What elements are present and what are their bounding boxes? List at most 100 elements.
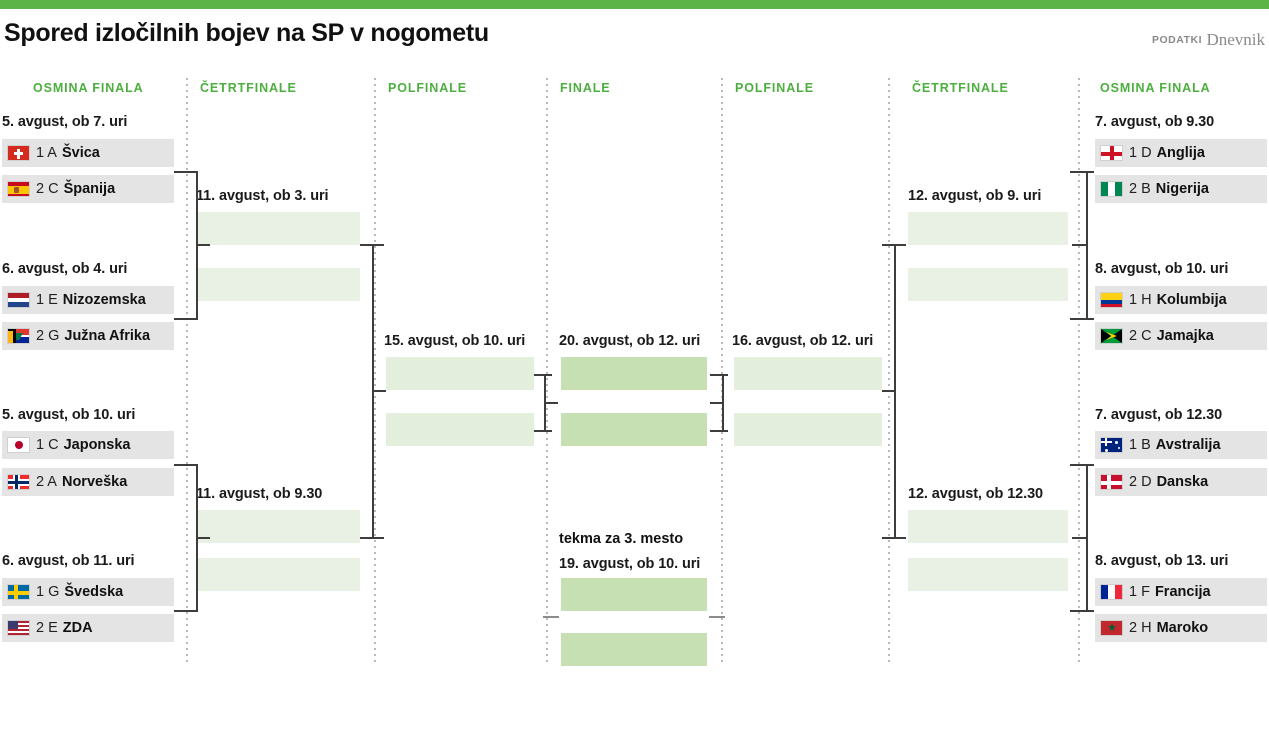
team-name: Kolumbija xyxy=(1156,292,1227,308)
flag-colombia xyxy=(1100,292,1123,308)
flag-japan xyxy=(7,437,30,453)
flag-sweden xyxy=(7,584,30,600)
qf-left-2-slot-b[interactable] xyxy=(198,558,360,591)
team-row[interactable]: 1 E Nizozemska xyxy=(2,286,174,314)
team-seed: 2 B xyxy=(1129,181,1151,197)
connector xyxy=(710,402,724,404)
qf-left-1-slot-a[interactable] xyxy=(198,212,360,245)
column-guide-2 xyxy=(374,78,376,664)
flag-morocco: ★ xyxy=(1100,620,1123,636)
team-seed: 1 A xyxy=(36,145,57,161)
third-place-slot-b[interactable] xyxy=(561,633,707,666)
flag-netherlands xyxy=(7,292,30,308)
qf-right-2-slot-a[interactable] xyxy=(908,510,1068,543)
flag-france xyxy=(1100,584,1123,600)
top-accent-bar xyxy=(0,0,1269,9)
third-place-label: tekma za 3. mesto xyxy=(559,531,684,547)
column-guide-5 xyxy=(888,78,890,664)
team-seed: 1 F xyxy=(1129,584,1150,600)
flag-spain xyxy=(7,181,30,197)
connector xyxy=(710,430,728,432)
flag-denmark xyxy=(1100,474,1123,490)
team-row[interactable]: 1 B Avstralija xyxy=(1095,431,1267,459)
connector xyxy=(1072,244,1086,246)
sf-left-slot-b[interactable] xyxy=(386,413,534,446)
qf-right-1-slot-a[interactable] xyxy=(908,212,1068,245)
connector xyxy=(1070,318,1094,320)
connector xyxy=(534,430,552,432)
team-name: Švica xyxy=(61,145,100,161)
connector xyxy=(534,374,552,376)
column-guide-6 xyxy=(1078,78,1080,664)
r16-left-match-1-date: 5. avgust, ob 7. uri xyxy=(2,114,128,130)
team-seed: 2 G xyxy=(36,328,60,344)
third-place-slot-a[interactable] xyxy=(561,578,707,611)
connector xyxy=(1070,610,1094,612)
team-seed: 1 E xyxy=(36,292,58,308)
qf-left-match-1-date: 11. avgust, ob 3. uri xyxy=(196,188,329,204)
team-row[interactable]: 1 H Kolumbija xyxy=(1095,286,1267,314)
connector xyxy=(1070,464,1094,466)
connector xyxy=(709,616,725,618)
credit-source: Dnevnik xyxy=(1206,30,1265,49)
team-name: Maroko xyxy=(1156,620,1209,636)
team-name: Danska xyxy=(1156,474,1209,490)
team-row[interactable]: 1 G Švedska xyxy=(2,578,174,606)
team-seed: 2 H xyxy=(1129,620,1152,636)
team-name: Francija xyxy=(1154,584,1211,600)
connector xyxy=(196,537,210,539)
team-row[interactable]: 2 D Danska xyxy=(1095,468,1267,496)
sf-right-slot-a[interactable] xyxy=(734,357,882,390)
qf-left-match-2-date: 11. avgust, ob 9.30 xyxy=(196,486,323,502)
column-header-sf-left: POLFINALE xyxy=(388,81,467,95)
team-row[interactable]: 2 C Jamajka xyxy=(1095,322,1267,350)
team-row[interactable]: 1 A Švica xyxy=(2,139,174,167)
team-name: Avstralija xyxy=(1155,437,1221,453)
qf-left-1-slot-b[interactable] xyxy=(198,268,360,301)
qf-right-2-slot-b[interactable] xyxy=(908,558,1068,591)
qf-left-2-slot-a[interactable] xyxy=(198,510,360,543)
team-name: Anglija xyxy=(1156,145,1205,161)
team-row[interactable]: 1 C Japonska xyxy=(2,431,174,459)
r16-right-match-4-date: 8. avgust, ob 13. uri xyxy=(1095,553,1229,569)
team-seed: 2 E xyxy=(36,620,58,636)
team-row[interactable]: 1 F Francija xyxy=(1095,578,1267,606)
column-guide-4 xyxy=(721,78,723,664)
team-row[interactable]: 2 C Španija xyxy=(2,175,174,203)
qf-right-1-slot-b[interactable] xyxy=(908,268,1068,301)
team-seed: 2 D xyxy=(1129,474,1152,490)
team-row[interactable]: 1 D Anglija xyxy=(1095,139,1267,167)
column-header-sf-right: POLFINALE xyxy=(735,81,814,95)
connector xyxy=(543,616,559,618)
r16-right-match-3-date: 7. avgust, ob 12.30 xyxy=(1095,407,1223,423)
flag-norway xyxy=(7,474,30,490)
sf-left-slot-a[interactable] xyxy=(386,357,534,390)
team-name: Nizozemska xyxy=(62,292,146,308)
team-row[interactable]: 2 B Nigerija xyxy=(1095,175,1267,203)
team-row[interactable]: ★ 2 H Maroko xyxy=(1095,614,1267,642)
connector xyxy=(882,537,906,539)
team-row[interactable]: 2 G Južna Afrika xyxy=(2,322,174,350)
r16-right-match-1-date: 7. avgust, ob 9.30 xyxy=(1095,114,1215,130)
team-name: Norveška xyxy=(61,474,128,490)
connector xyxy=(196,244,210,246)
team-name: Južna Afrika xyxy=(64,328,151,344)
connector xyxy=(882,390,896,392)
team-row[interactable]: 2 A Norveška xyxy=(2,468,174,496)
connector xyxy=(174,464,198,466)
flag-england xyxy=(1100,145,1123,161)
team-seed: 2 A xyxy=(36,474,57,490)
connector xyxy=(544,402,558,404)
flag-southafrica xyxy=(7,328,30,344)
team-seed: 1 G xyxy=(36,584,60,600)
team-row[interactable]: 2 E ZDA xyxy=(2,614,174,642)
final-slot-a[interactable] xyxy=(561,357,707,390)
sf-right-slot-b[interactable] xyxy=(734,413,882,446)
final-slot-b[interactable] xyxy=(561,413,707,446)
team-name: Jamajka xyxy=(1156,328,1214,344)
team-seed: 1 B xyxy=(1129,437,1151,453)
credit-line: PODATKI Dnevnik xyxy=(1152,30,1265,50)
connector xyxy=(710,374,728,376)
r16-left-match-3-date: 5. avgust, ob 10. uri xyxy=(2,407,136,423)
flag-switzerland xyxy=(7,145,30,161)
